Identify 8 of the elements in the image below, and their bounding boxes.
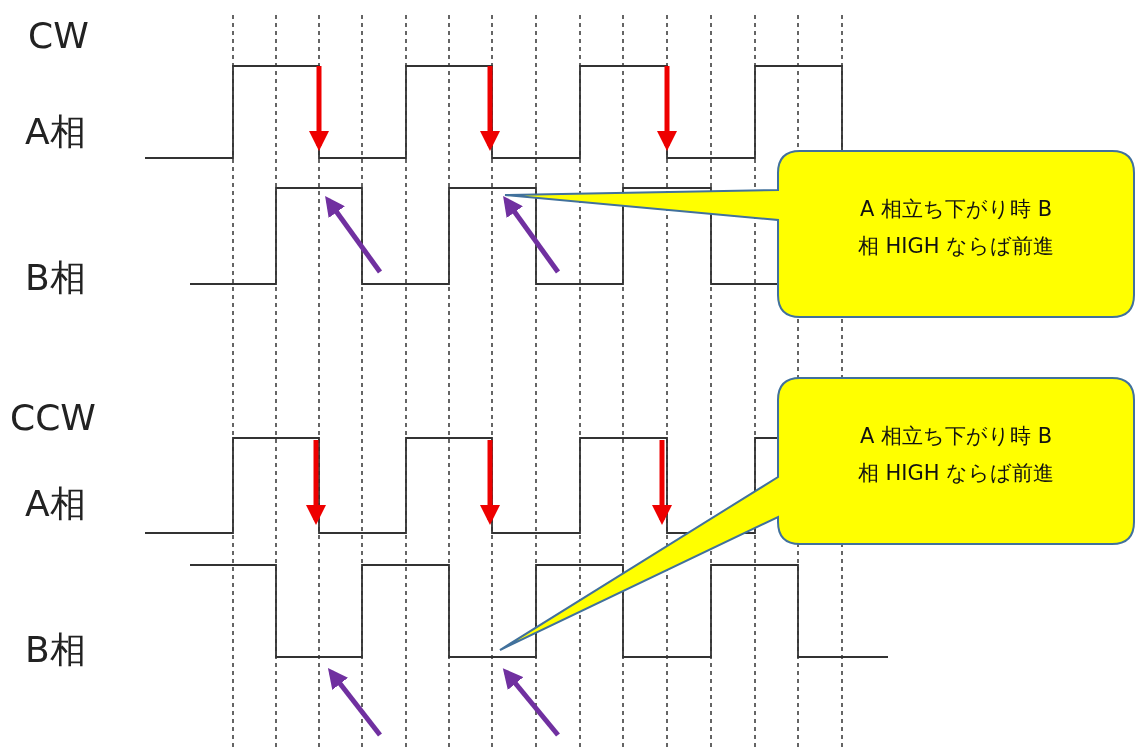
signal-label: A相 [25,486,86,522]
signal-label: B相 [25,260,86,296]
direction-label: CCW [10,400,96,436]
direction-label: CW [28,18,89,54]
callout-text: A 相立ち下がり時 B 相 HIGH ならば前進 [856,423,1056,487]
signal-label: B相 [25,632,86,668]
callout-text: A 相立ち下がり時 B 相 HIGH ならば前進 [856,196,1056,260]
signal-label: A相 [25,114,86,150]
